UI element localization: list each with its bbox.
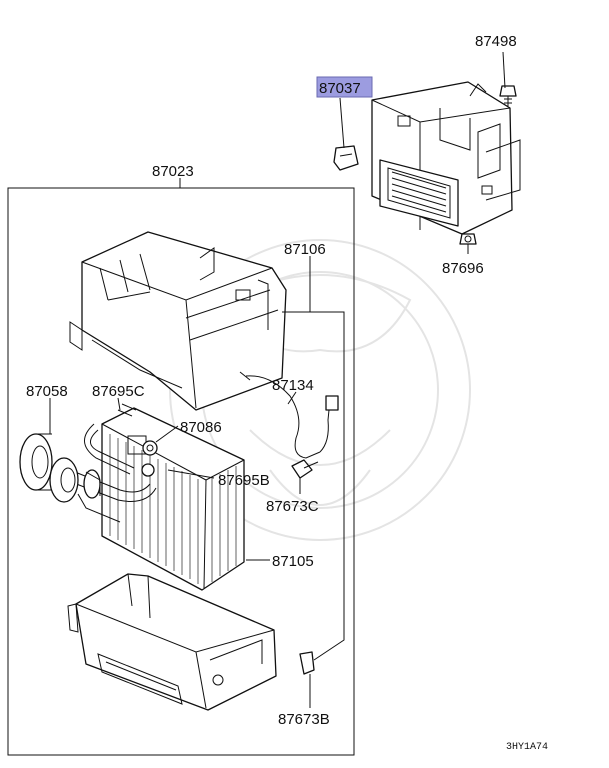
screw-87498[interactable]: [499, 85, 517, 106]
label-87673c[interactable]: 87673C: [266, 498, 319, 515]
assembly-frame-87023: [7, 187, 355, 756]
label-87696[interactable]: 87696: [442, 260, 484, 277]
diagram-code: 3HY1A74: [506, 742, 548, 753]
o-ring-87058[interactable]: [19, 433, 79, 503]
label-87695c[interactable]: 87695C: [92, 383, 145, 400]
label-87134[interactable]: 87134: [272, 377, 314, 394]
label-87037-highlighted[interactable]: 87037: [316, 76, 373, 98]
pipe-assembly[interactable]: [65, 403, 158, 523]
svg-text:87037: 87037: [319, 80, 361, 97]
clip-87673b[interactable]: [299, 651, 315, 675]
label-87105[interactable]: 87105: [272, 553, 314, 570]
label-87673b[interactable]: 87673B: [278, 711, 330, 728]
clip-87037[interactable]: [333, 145, 359, 171]
thermistor-harness[interactable]: [239, 371, 339, 459]
lower-evaporator-case[interactable]: [67, 573, 277, 711]
part-labels: 87498 87037 87696 87023 87106 87134 8705…: [26, 33, 548, 753]
highlight-box: [316, 76, 373, 98]
label-87058[interactable]: 87058: [26, 383, 68, 400]
label-87695b[interactable]: 87695B: [218, 472, 270, 489]
label-87023[interactable]: 87023: [152, 163, 194, 180]
label-87086[interactable]: 87086: [180, 419, 222, 436]
leader-lines: [49, 51, 506, 708]
upper-heater-case[interactable]: [371, 81, 521, 235]
gasket-87695b[interactable]: [83, 469, 101, 499]
watermark-emblem: [169, 239, 471, 541]
screw-87696[interactable]: [459, 233, 477, 245]
label-87106[interactable]: 87106: [284, 241, 326, 258]
evaporator-core[interactable]: [101, 407, 245, 591]
label-87498[interactable]: 87498: [475, 33, 517, 50]
connector-87673c[interactable]: [291, 459, 319, 479]
upper-evaporator-case[interactable]: [69, 231, 287, 411]
